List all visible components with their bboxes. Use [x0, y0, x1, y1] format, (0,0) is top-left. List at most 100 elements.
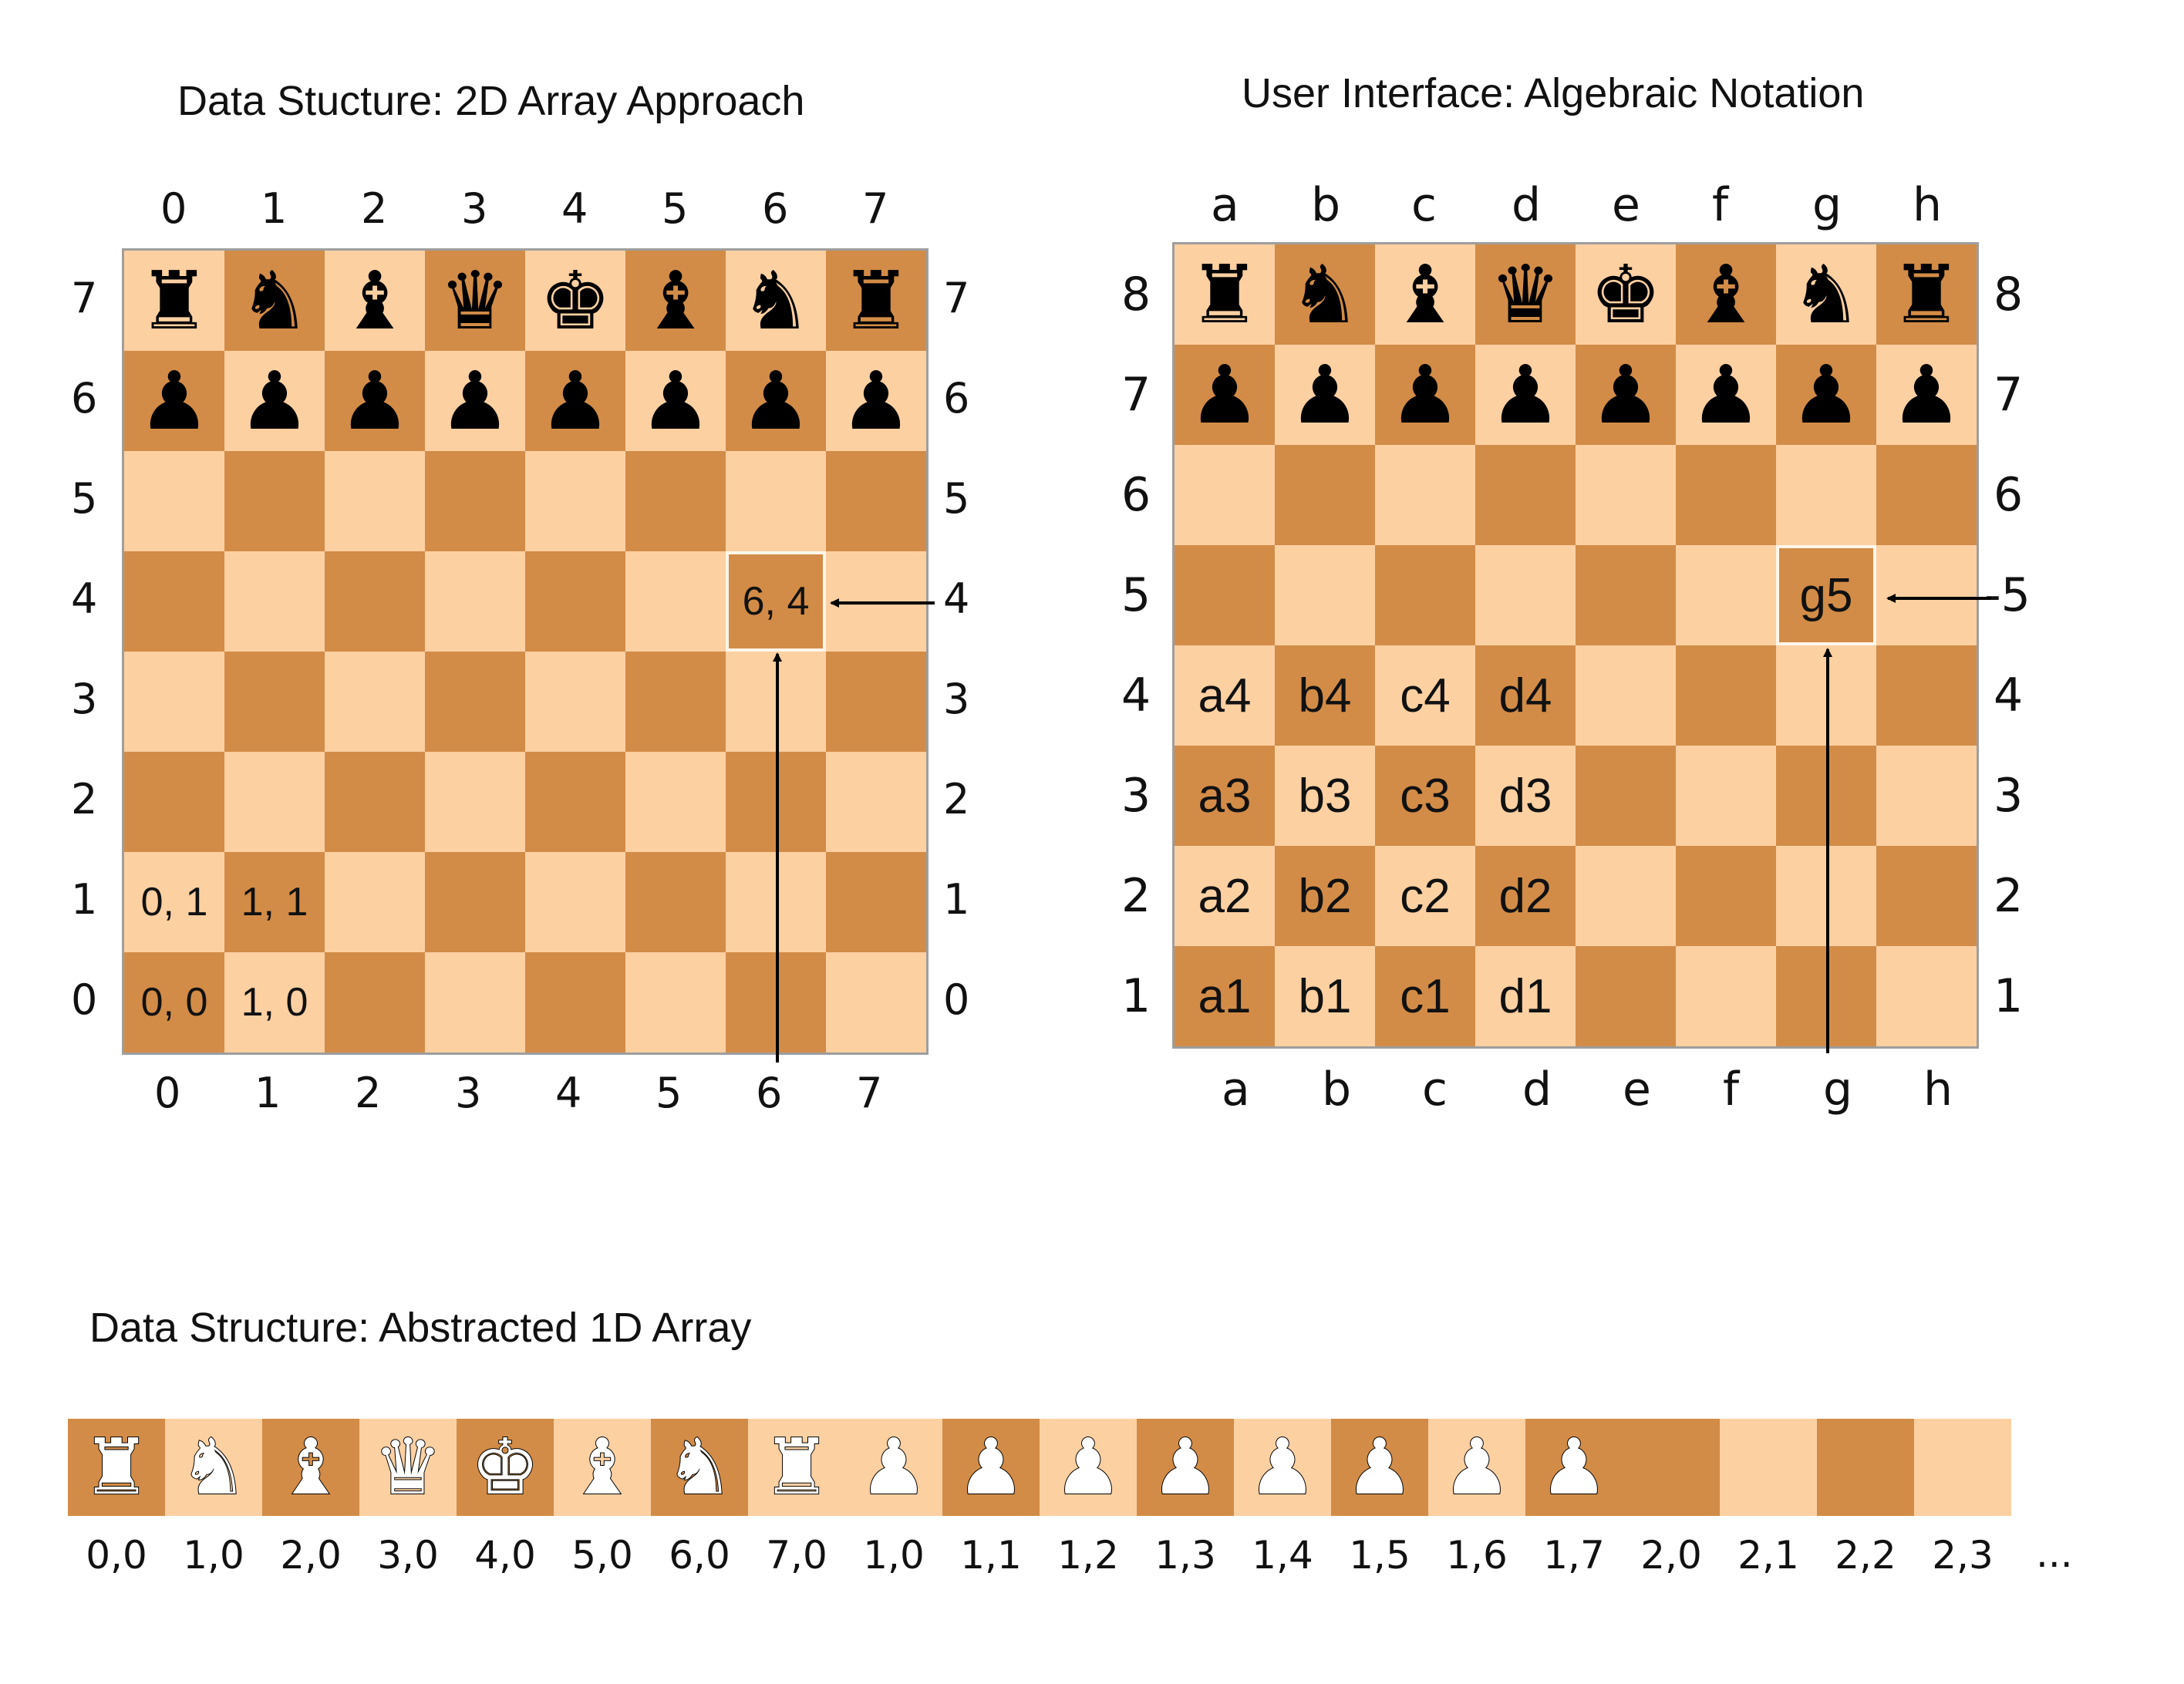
board-square: ♝	[325, 251, 425, 351]
column-label-bottom: g	[1823, 1063, 1853, 1116]
array-cell: ♝	[262, 1419, 359, 1516]
column-label-bottom: 7	[856, 1069, 883, 1117]
square-label: b1	[1298, 969, 1352, 1023]
board-square: ♚	[1576, 244, 1676, 345]
board-square: ♟	[325, 351, 425, 451]
array-index-label: 2,1	[1737, 1533, 1799, 1578]
column-label-bottom: a	[1222, 1063, 1250, 1116]
array-index-label: 3,0	[377, 1533, 439, 1578]
board-square	[1275, 445, 1375, 545]
board-square	[525, 652, 625, 752]
array-cell: ♟	[942, 1419, 1040, 1516]
board-square	[425, 952, 525, 1052]
column-label-top: 0	[160, 184, 187, 233]
square-label: c4	[1400, 669, 1451, 722]
board-square: 6, 4	[726, 551, 826, 652]
pawn-icon: ♟	[840, 354, 912, 448]
array-index-label: 1,1	[960, 1533, 1022, 1578]
board-square: ♟	[1676, 345, 1776, 445]
column-label-top: e	[1612, 178, 1640, 232]
board-square	[1876, 746, 1977, 846]
board-square: ♝	[1375, 244, 1475, 345]
pawn-icon: ♟	[1344, 1422, 1415, 1512]
column-label-bottom: c	[1422, 1063, 1448, 1116]
board-square	[224, 451, 325, 551]
board-square: ♚	[525, 251, 625, 351]
row-label-right: 1	[943, 875, 970, 924]
board-square	[224, 652, 325, 752]
board-square	[325, 752, 425, 852]
square-label: d4	[1498, 669, 1552, 722]
board-square	[124, 551, 224, 652]
board-square	[1676, 445, 1776, 545]
row-label-left: 8	[1121, 268, 1151, 322]
column-label-bottom: 4	[555, 1069, 582, 1117]
square-label: 1, 1	[241, 880, 308, 925]
pawn-icon: ♟	[539, 354, 612, 448]
board-square: a4	[1175, 645, 1275, 746]
row-label-right: 7	[1994, 368, 2024, 422]
king-icon: ♚	[470, 1422, 541, 1512]
pawn-icon: ♟	[1441, 1422, 1512, 1512]
column-label-top: c	[1411, 178, 1437, 232]
bishop-icon: ♝	[1389, 248, 1461, 342]
pawn-icon: ♟	[858, 1422, 929, 1512]
board-square	[1776, 946, 1876, 1046]
row-label-left: 0	[71, 975, 98, 1024]
board-square	[1676, 746, 1776, 846]
column-label-bottom: 2	[355, 1069, 382, 1117]
board-square: a2	[1175, 846, 1275, 946]
array-cell: ♟	[1525, 1419, 1623, 1516]
array-cell	[1817, 1419, 1914, 1516]
square-label: a3	[1198, 769, 1252, 823]
square-label: b2	[1298, 869, 1352, 923]
board-square	[124, 652, 224, 752]
array-index-label: 4,0	[474, 1533, 536, 1578]
row-label-left: 4	[71, 574, 98, 623]
square-label: g5	[1799, 568, 1853, 622]
board-square	[1475, 545, 1576, 645]
row-label-right: 6	[943, 374, 970, 423]
board-square: ♜	[1175, 244, 1275, 345]
column-label-top: a	[1211, 178, 1239, 232]
board-square	[1375, 445, 1475, 545]
board-square	[1676, 645, 1776, 746]
column-label-top: b	[1311, 178, 1341, 232]
row-label-left: 3	[71, 675, 98, 723]
knight-icon: ♞	[238, 254, 311, 348]
board-square: c3	[1375, 746, 1475, 846]
column-label-bottom: e	[1623, 1063, 1651, 1116]
knight-icon: ♞	[740, 254, 812, 348]
array-index-label: 2,3	[1932, 1533, 1994, 1578]
board-square	[1876, 545, 1977, 645]
column-label-bottom: h	[1923, 1063, 1953, 1116]
board-square: ♞	[224, 251, 325, 351]
array-index-label: 6,0	[669, 1533, 730, 1578]
board-square	[826, 752, 926, 852]
board-square	[224, 551, 325, 652]
board-square	[726, 852, 826, 952]
board-square: ♞	[1776, 244, 1876, 345]
column-label-top: g	[1812, 178, 1842, 232]
board-square	[325, 852, 425, 952]
array-cell	[1914, 1419, 2011, 1516]
board-square	[525, 451, 625, 551]
pawn-icon: ♟	[956, 1422, 1026, 1512]
board-square	[525, 551, 625, 652]
column-label-top: f	[1712, 178, 1729, 232]
board-square: ♟	[726, 351, 826, 451]
board-square: a1	[1175, 946, 1275, 1046]
pawn-icon: ♟	[1890, 348, 1963, 442]
board-square: d1	[1475, 946, 1576, 1046]
row-label-right: 4	[1994, 669, 2024, 722]
rook-icon: ♜	[761, 1422, 832, 1512]
board-square	[826, 652, 926, 752]
row-label-right: 7	[943, 274, 970, 322]
rook-icon: ♜	[81, 1422, 152, 1512]
board-square	[1676, 846, 1776, 946]
pawn-icon: ♟	[1247, 1422, 1318, 1512]
board-square	[325, 551, 425, 652]
board-square	[625, 852, 726, 952]
row-label-left: 5	[71, 474, 98, 523]
board-square: ♟	[224, 351, 325, 451]
